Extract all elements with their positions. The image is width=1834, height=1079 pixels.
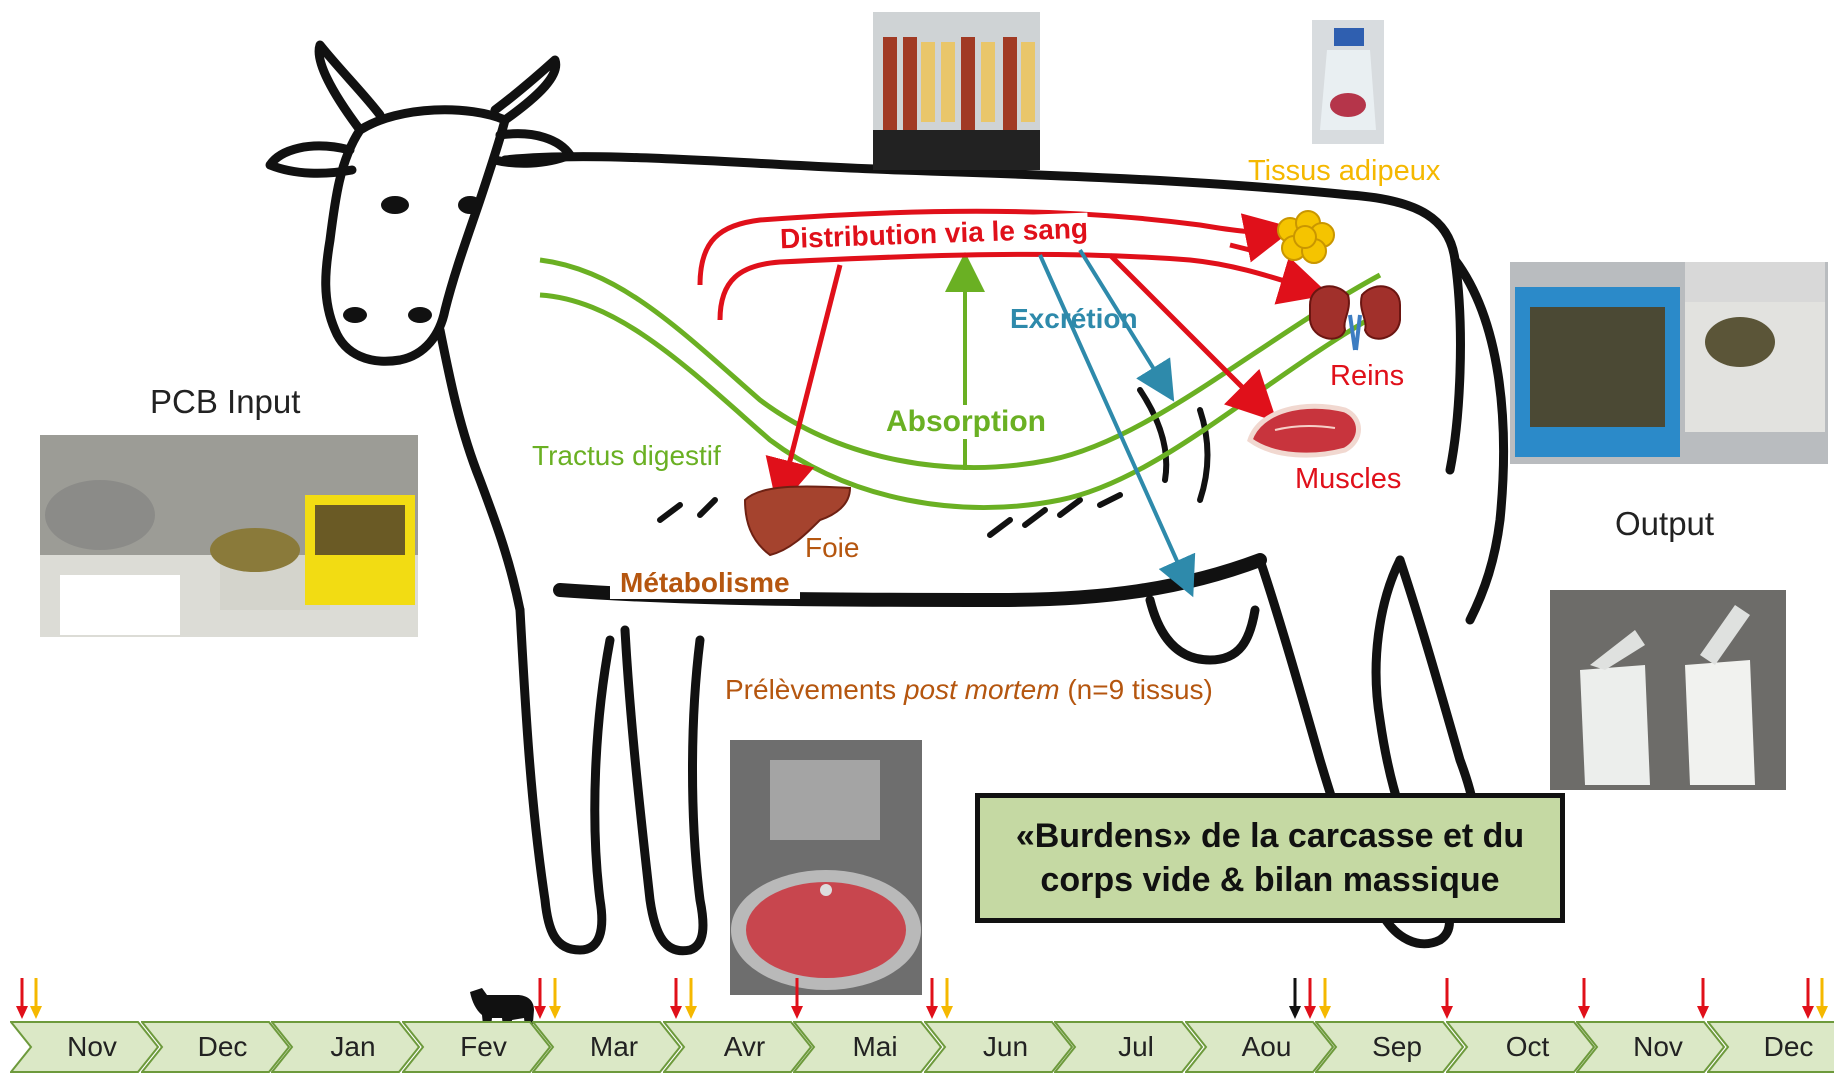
timeline-month-label: Avr [723,1031,766,1062]
sampling-arrow [1697,978,1709,1019]
timeline-month-label: Aou [1241,1031,1292,1062]
timeline-month: Sep [1315,1021,1465,1073]
arrow-to-muscles [1108,253,1278,423]
arrow-to-liver [765,264,843,510]
timeline-month: Dec [1706,1021,1834,1073]
timeline: Nov Dec Jan Fev Mar Avr Mai Jun Jul Aou Sep Oct Nov D… [0,1021,1834,1079]
sampling-arrow [791,978,803,1019]
prelevements-label: Prélèvements post mortem (n=9 tissus) [715,670,1223,710]
timeline-month-label: Dec [1763,1031,1814,1062]
summary-line-1: «Burdens» de la carcasse et du [1015,817,1525,855]
sampling-arrow [926,978,938,1019]
timeline-month: Nov [10,1021,160,1073]
timeline-month: Jun [923,1021,1074,1073]
absorption-label: Absorption [880,405,1052,439]
sampling-arrow [941,978,953,1019]
sampling-arrow [670,978,682,1019]
feed-input-photo [40,435,418,637]
timeline-month-label: Jul [1118,1031,1154,1062]
fat-tissue-icon [1277,210,1335,264]
excretion-arrow-2 [1078,248,1175,402]
timeline-month: Fev [401,1021,552,1073]
timeline-month-label: Jan [330,1031,376,1062]
metabolisme-label: Métabolisme [610,567,800,599]
faeces-output-photo [1510,262,1828,464]
sampling-arrow [1802,978,1814,1019]
foie-label: Foie [805,532,860,563]
muscles-label: Muscles [1295,463,1402,495]
pcb-input-label: PCB Input [150,383,301,420]
sampling-arrow [1304,978,1316,1019]
sampling-arrow [1289,978,1301,1019]
excretion-label: Excrétion [1010,303,1138,334]
sampling-arrow [685,978,697,1019]
kidney-icon [1309,285,1401,351]
blood-distribution-lines [697,208,1330,321]
meat-steak-icon [1247,403,1361,458]
tractus-digestif-label: Tractus digestif [532,440,721,471]
timeline-month-label: Mar [589,1031,639,1062]
liver-icon [743,485,852,557]
blood-tubes-photo [873,12,1040,170]
timeline-month-label: Nov [1633,1031,1683,1062]
output-label: Output [1615,505,1715,542]
reins-label: Reins [1330,360,1405,392]
sampling-arrow [1319,978,1331,1019]
prelevements-text-end: (n=9 tissus) [1059,674,1213,705]
timeline-month-label: Mai [852,1031,898,1062]
timeline-month-label: Jun [982,1031,1029,1062]
timeline-month: Aou [1184,1021,1335,1073]
timeline-month-label: Oct [1505,1031,1550,1062]
timeline-month: Avr [662,1021,813,1073]
sampling-arrow [549,978,561,1019]
timeline-month-label: Sep [1372,1031,1422,1062]
sampling-arrow [1816,978,1828,1019]
timeline-month-label: Fev [460,1031,507,1062]
cow-face [343,196,482,323]
timeline-month: Jan [271,1021,421,1073]
timeline-month: Dec [140,1021,291,1073]
sampling-arrow [30,978,42,1019]
minced-tissue-photo [730,740,922,995]
timeline-month-label: Dec [197,1031,248,1062]
timeline-month: Mar [532,1021,682,1073]
sampling-arrow [1578,978,1590,1019]
tissus-adipeux-label: Tissus adipeux [1248,155,1441,187]
timeline-month: Mai [793,1021,943,1073]
summary-line-2: corps vide & bilan massique [1040,861,1500,899]
adipose-sample-photo [1312,20,1384,144]
sampling-arrow [1441,978,1453,1019]
prelevements-text-italic: post mortem [903,674,1060,705]
summary-box: «Burdens» de la carcasse et du corps vid… [975,793,1565,923]
timeline-month: Oct [1445,1021,1596,1073]
prelevements-text-start: Prélèvements [725,674,904,705]
milk-output-photo [1550,590,1786,790]
timeline-month: Nov [1576,1021,1726,1073]
sampling-arrow [16,978,28,1019]
excretion-arrow-1 [1038,254,1196,598]
timeline-month: Jul [1054,1021,1204,1073]
timeline-month-label: Nov [67,1031,117,1062]
sampling-arrow [534,978,546,1019]
